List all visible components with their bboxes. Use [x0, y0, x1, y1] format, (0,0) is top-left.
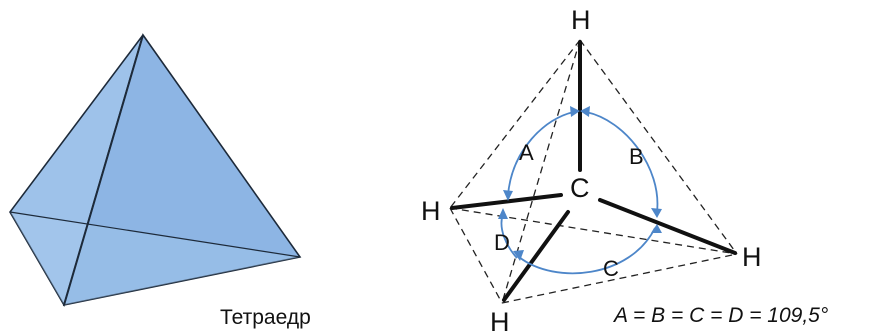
angle-label-D: D	[494, 230, 510, 255]
dashed-edge	[449, 207, 503, 304]
bond-right	[598, 198, 737, 255]
dashed-edge	[449, 207, 738, 255]
atom-label-left: H	[421, 196, 441, 226]
dashed-edge	[449, 39, 581, 209]
angle-arcs	[498, 106, 662, 275]
tetrahedron-outline-dashed	[449, 39, 738, 304]
atom-label-top: H	[571, 5, 591, 35]
arc-A	[507, 111, 575, 196]
methane-model: H H H H C A B C D A = B = C = D = 109,5°	[421, 5, 828, 334]
bond-bottom	[502, 210, 570, 302]
arrowhead-icon	[503, 190, 513, 201]
arrowhead-icon	[651, 208, 662, 218]
atom-label-bottom: H	[490, 307, 510, 334]
tetrahedron-front-edge	[63, 34, 144, 306]
angle-label-C: C	[603, 256, 619, 281]
arrowhead-icon	[580, 106, 590, 117]
arrowhead-icon	[513, 250, 524, 261]
angle-label-B: B	[629, 144, 644, 169]
dashed-edge	[501, 253, 738, 304]
angle-equation: A = B = C = D = 109,5°	[612, 304, 828, 327]
tetrahedron	[9, 33, 302, 308]
arrowhead-icon	[498, 208, 508, 219]
tetrahedron-back-edge	[9, 211, 301, 258]
tetrahedron-face-bottom-shadow	[10, 212, 300, 305]
atom-label-center: C	[570, 173, 590, 203]
dashed-edge	[501, 39, 581, 304]
dashed-edge	[579, 39, 738, 255]
bonds	[450, 40, 737, 302]
arrowhead-icon	[651, 224, 662, 233]
bond-left	[450, 193, 563, 210]
arrowhead-icon	[570, 106, 580, 117]
atom-label-right: H	[742, 242, 762, 272]
arc-B	[585, 111, 659, 213]
tetrahedron-caption: Тетраедр	[220, 306, 311, 329]
arc-C	[518, 227, 656, 275]
angle-label-A: A	[519, 140, 534, 165]
